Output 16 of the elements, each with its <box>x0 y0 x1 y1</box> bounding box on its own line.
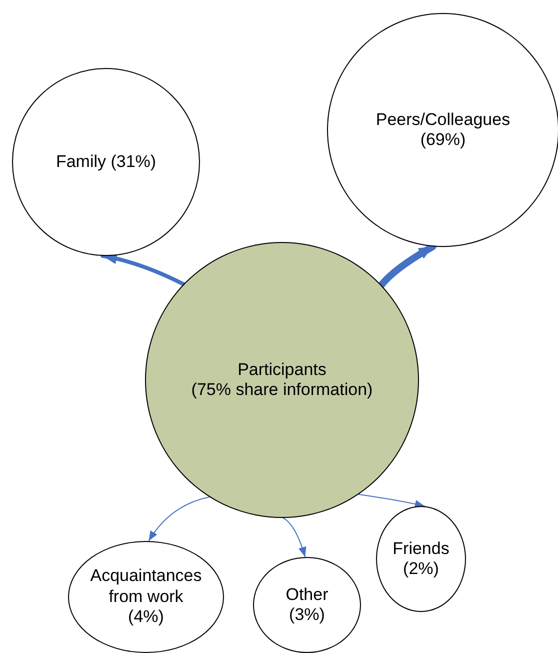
arrow <box>100 252 186 286</box>
arrow <box>148 496 210 542</box>
node-label: Other <box>286 584 328 605</box>
node-label: Participants <box>238 360 326 380</box>
node-label: Family (31%) <box>56 152 156 172</box>
node-label: (69%) <box>420 130 466 150</box>
arrow <box>282 518 306 558</box>
node-label: Acquaintances from work <box>89 566 203 608</box>
node-label: Friends <box>392 538 450 559</box>
node-label: (75% share information) <box>191 380 373 400</box>
node-label: (2%) <box>403 559 439 580</box>
node-label: Peers/Colleagues <box>376 110 510 130</box>
node-label: (4%) <box>128 607 164 628</box>
arrow <box>378 243 436 288</box>
node-label: (3%) <box>289 605 325 626</box>
arrow <box>358 494 426 508</box>
